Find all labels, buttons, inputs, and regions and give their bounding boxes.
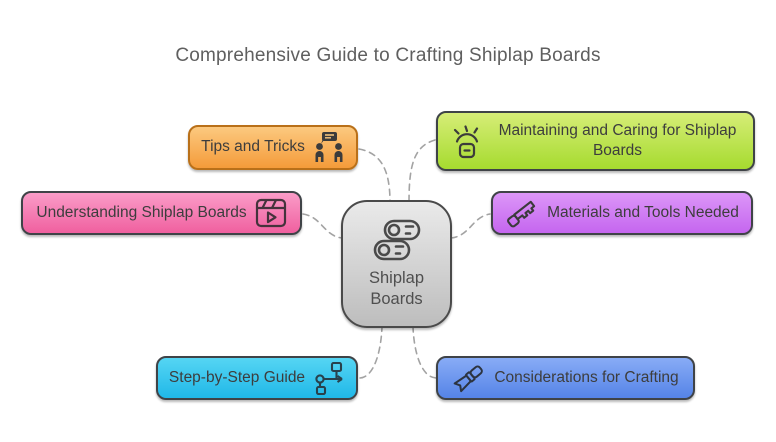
branch-label: Maintaining and Caring for Shiplap Board…: [498, 121, 737, 159]
video-player-icon: [255, 198, 286, 228]
branch-label: Materials and Tools Needed: [547, 203, 739, 221]
branch-understanding-shiplap-boards[interactable]: Understanding Shiplap Boards: [21, 191, 302, 235]
chisel-icon: [453, 365, 484, 393]
discussion-icon: [315, 131, 343, 162]
connector-understand: [302, 213, 343, 239]
branch-step-by-step-guide[interactable]: Step-by-Step Guide: [156, 356, 358, 400]
center-node-shiplap-boards[interactable]: Shiplap Boards: [341, 200, 452, 328]
shine-icon: [453, 125, 478, 159]
branch-label: Understanding Shiplap Boards: [36, 203, 247, 221]
branch-label: Tips and Tricks: [201, 138, 305, 156]
connector-maintain: [408, 139, 436, 203]
page-title: Comprehensive Guide to Crafting Shiplap …: [175, 45, 601, 66]
branch-considerations-for-crafting[interactable]: Considerations for Crafting: [436, 356, 695, 400]
connector-tips: [358, 148, 391, 203]
connector-steps: [359, 326, 383, 379]
branch-label: Considerations for Crafting: [494, 368, 679, 386]
connector-materials: [450, 213, 491, 239]
flowchart-icon: [315, 361, 343, 395]
center-node-label: Shiplap Boards: [368, 268, 425, 308]
saw-icon: [507, 200, 536, 228]
logs-icon: [373, 219, 420, 260]
branch-tips-and-tricks[interactable]: Tips and Tricks: [188, 125, 358, 170]
branch-maintaining-and-caring[interactable]: Maintaining and Caring for Shiplap Board…: [436, 111, 755, 171]
connector-consider: [412, 326, 437, 379]
branch-materials-and-tools[interactable]: Materials and Tools Needed: [491, 191, 753, 235]
branch-label: Step-by-Step Guide: [168, 368, 306, 386]
